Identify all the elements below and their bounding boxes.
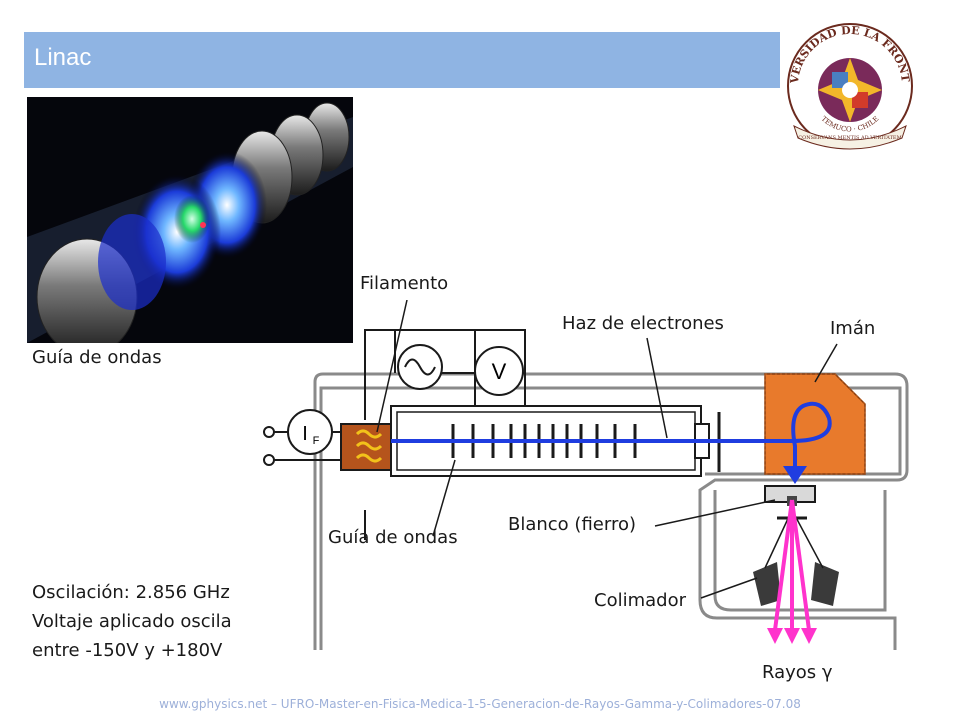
note-line-2: Voltaje aplicado oscila	[32, 611, 232, 632]
label-colimador: Colimador	[594, 590, 686, 611]
note-line-1: Oscilación: 2.856 GHz	[32, 582, 230, 603]
current-symbol: I	[302, 423, 308, 445]
university-logo: UNIVERSIDAD DE LA FRONTERA TEMUCO · CHIL…	[780, 14, 913, 150]
label-guia-de-ondas-photo: Guía de ondas	[32, 347, 162, 368]
voltmeter-symbol: V	[492, 359, 507, 384]
bending-magnet	[764, 373, 866, 475]
title-bar-accent	[24, 32, 780, 88]
waveguide-photo	[27, 97, 353, 343]
gamma-rays	[767, 499, 817, 644]
label-iman: Imán	[830, 318, 876, 339]
label-rayos-gamma: Rayos γ	[762, 662, 833, 683]
linac-schematic: V I F	[263, 300, 909, 650]
electron-beam	[391, 401, 832, 484]
label-haz-de-electrones: Haz de electrones	[562, 313, 724, 334]
filament-current-meter: I F	[263, 409, 333, 466]
oscillation-notes: Oscilación: 2.856 GHz Voltaje aplicado o…	[32, 578, 232, 665]
logo-emblem	[818, 58, 882, 122]
ac-source	[397, 344, 443, 390]
label-filamento: Filamento	[360, 273, 449, 294]
logo-motto: CONSERVANS MENTIS AD VERITATEM	[798, 135, 901, 141]
voltmeter: V	[474, 346, 524, 396]
note-line-3: entre -150V y +180V	[32, 640, 223, 661]
label-guia-de-ondas-diagram: Guía de ondas	[328, 527, 458, 548]
current-subscript: F	[313, 435, 320, 447]
slide-title: Linac	[34, 44, 92, 71]
label-leaders	[376, 300, 838, 599]
filament-box	[340, 423, 392, 471]
label-blanco: Blanco (fierro)	[508, 514, 636, 535]
slide-footer: www.gphysics.net – UFRO-Master-en-Fisica…	[159, 697, 801, 711]
